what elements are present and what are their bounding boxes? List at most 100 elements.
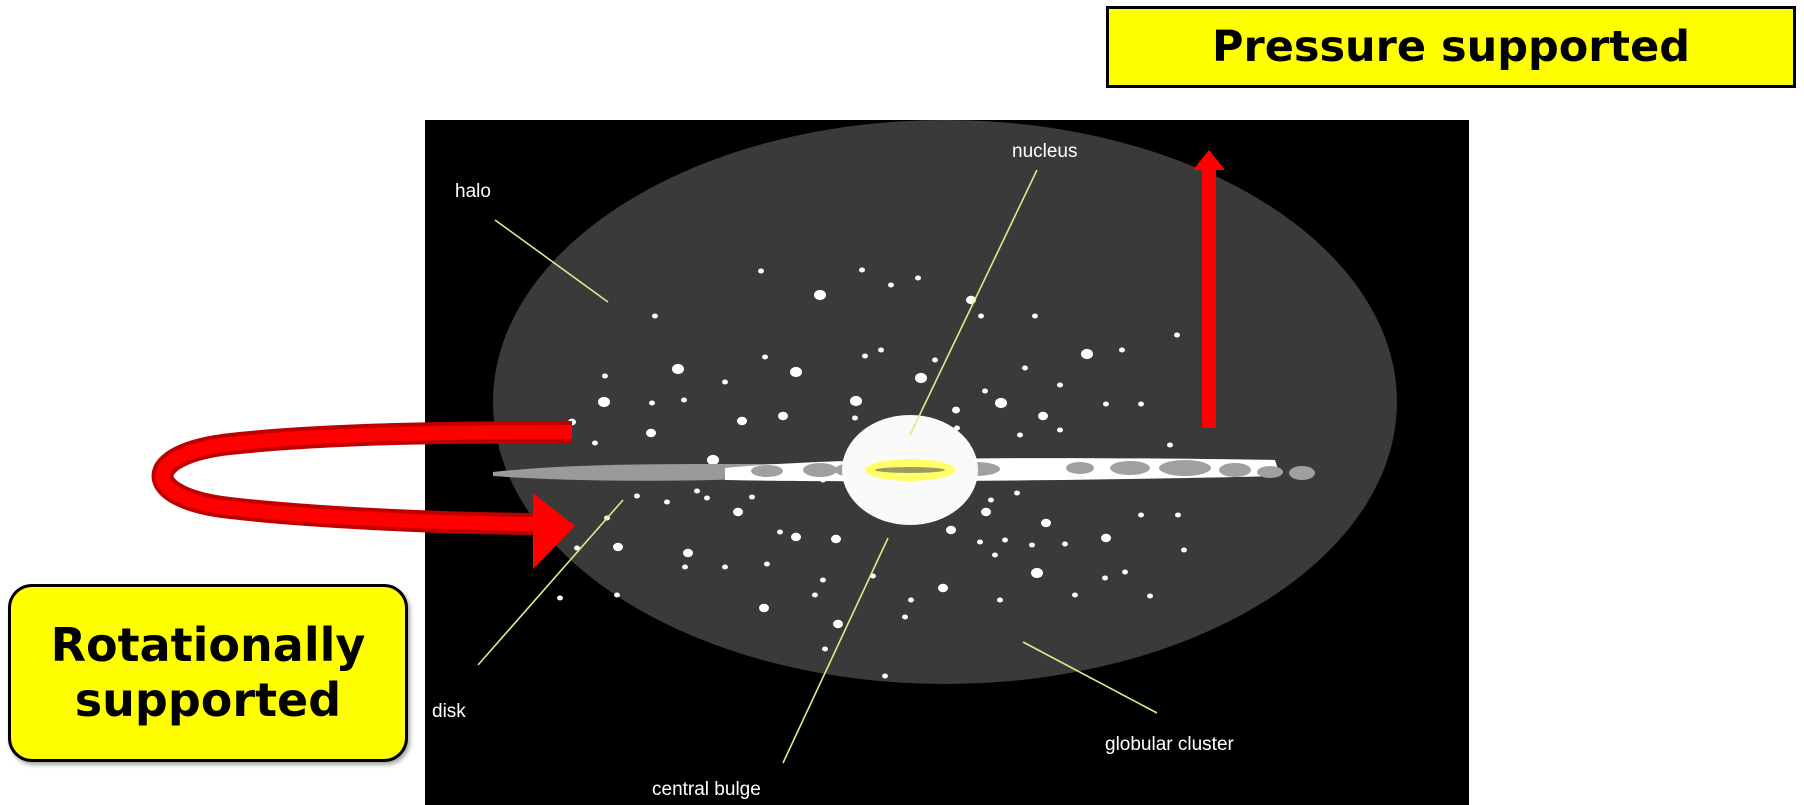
rotationally-supported-text: Rotationally supported (50, 617, 366, 727)
globular-cluster-dot (814, 289, 826, 301)
central-bulge-leader-line (782, 537, 889, 764)
globular-cluster-dot (977, 539, 983, 545)
globular-cluster-dot (1014, 490, 1020, 496)
nucleus-core (875, 467, 945, 473)
globular-cluster-dot (568, 418, 576, 426)
globular-cluster-dot (634, 493, 640, 499)
globular-cluster-dot (1175, 512, 1181, 518)
globular-cluster-dot (652, 313, 658, 319)
globular-cluster-dot (1031, 567, 1043, 579)
globular-cluster-dot (859, 267, 865, 273)
globular-cluster-dot (1062, 541, 1068, 547)
globular-cluster-dot (598, 396, 610, 408)
halo-ellipse (493, 120, 1397, 684)
globular-cluster-dot (882, 673, 888, 679)
globular-cluster-dot (778, 411, 788, 421)
globular-cluster-dot (602, 373, 608, 379)
globular-cluster-dot (952, 406, 960, 414)
globular-cluster-dot (902, 614, 908, 620)
globular-cluster-dot (1022, 365, 1028, 371)
globular-cluster-dot (649, 400, 655, 406)
globular-cluster-dot (833, 619, 843, 629)
halo-leader-line (494, 219, 609, 303)
globular-cluster-dot (762, 354, 768, 360)
globular-cluster-dot (946, 525, 956, 535)
globular-cluster-dot (1167, 442, 1173, 448)
globular-cluster-dot (1138, 401, 1144, 407)
globular-cluster-dot (758, 268, 764, 274)
pressure-supported-text: Pressure supported (1211, 22, 1691, 72)
globular-cluster-dot (831, 534, 841, 544)
globular-cluster-dot (682, 564, 688, 570)
globular-cluster-dot (733, 507, 743, 517)
globular-cluster-dot (978, 313, 984, 319)
globular-cluster-dot (932, 357, 938, 363)
globular-cluster-dot (982, 388, 988, 394)
globular-cluster-dot (1057, 427, 1063, 433)
globular-cluster-dot (988, 497, 994, 503)
globular-cluster-dot (1174, 332, 1180, 338)
disk-leader-line (477, 499, 624, 666)
galaxy-diagram: halo nucleus disk central bulge globular… (425, 120, 1469, 805)
globular-cluster-leader-line (1022, 641, 1158, 714)
nucleus-leader-line (909, 169, 1038, 436)
globular-cluster-dot (820, 577, 826, 583)
globular-cluster-dot (1101, 533, 1111, 543)
globular-cluster-dot (704, 495, 710, 501)
globular-cluster-dot (759, 603, 769, 613)
globular-cluster-dot (574, 545, 580, 551)
globular-cluster-dot (852, 415, 858, 421)
globular-cluster-dot (1138, 512, 1144, 518)
globular-cluster-dot (1029, 542, 1035, 548)
globular-cluster-dot (559, 527, 565, 533)
globular-cluster-dot (614, 592, 620, 598)
globular-cluster-dot (707, 454, 719, 466)
globular-cluster-dot (915, 372, 927, 384)
globular-cluster-dot (1032, 313, 1038, 319)
globular-cluster-dot (557, 595, 563, 601)
globular-cluster-dot (1103, 401, 1109, 407)
globular-cluster-dot (1181, 547, 1187, 553)
globular-cluster-dot (613, 542, 623, 552)
globular-cluster-dot (997, 597, 1003, 603)
globular-cluster-dot (1057, 382, 1063, 388)
globular-cluster-dot (915, 275, 921, 281)
globular-cluster-label: globular cluster (1105, 734, 1235, 755)
globular-cluster-dot (592, 440, 598, 446)
globular-cluster-dot (1122, 569, 1128, 575)
globular-cluster-dot (995, 397, 1007, 409)
globular-cluster-dot (938, 583, 948, 593)
pressure-supported-label: Pressure supported (1106, 6, 1796, 88)
halo-label: halo (455, 181, 491, 202)
globular-cluster-dot (908, 597, 914, 603)
globular-cluster-dot (764, 561, 770, 567)
leader-lines (477, 169, 1158, 764)
rotationally-supported-label: Rotationally supported (8, 584, 408, 762)
globular-cluster-dot (722, 564, 728, 570)
nucleus-label: nucleus (1012, 141, 1078, 162)
globular-cluster-dot (992, 552, 998, 558)
globular-cluster-dot (646, 428, 656, 438)
globular-cluster-dot (822, 646, 828, 652)
globular-cluster-dot (1002, 537, 1008, 543)
globular-cluster-dot (672, 363, 684, 375)
globular-cluster-dot (1147, 593, 1153, 599)
globular-cluster-dot (862, 353, 868, 359)
globular-cluster-dot (1102, 575, 1108, 581)
globular-cluster-dot (1072, 592, 1078, 598)
globular-cluster-dot (737, 416, 747, 426)
globular-cluster-dot (850, 395, 862, 407)
globular-cluster-dot (878, 347, 884, 353)
globular-cluster-dot (722, 379, 728, 385)
globular-cluster-dot (1081, 348, 1093, 360)
globular-cluster-dot (1119, 347, 1125, 353)
globular-cluster-dot (777, 529, 783, 535)
globular-cluster-dot (1038, 411, 1048, 421)
globular-cluster-dot (812, 592, 818, 598)
globular-cluster-dot (681, 397, 687, 403)
globular-cluster-dot (791, 532, 801, 542)
globular-cluster-dot (1041, 518, 1051, 528)
globular-cluster-dot (888, 282, 894, 288)
central-bulge-label: central bulge (652, 779, 761, 800)
globular-cluster-dot (664, 499, 670, 505)
